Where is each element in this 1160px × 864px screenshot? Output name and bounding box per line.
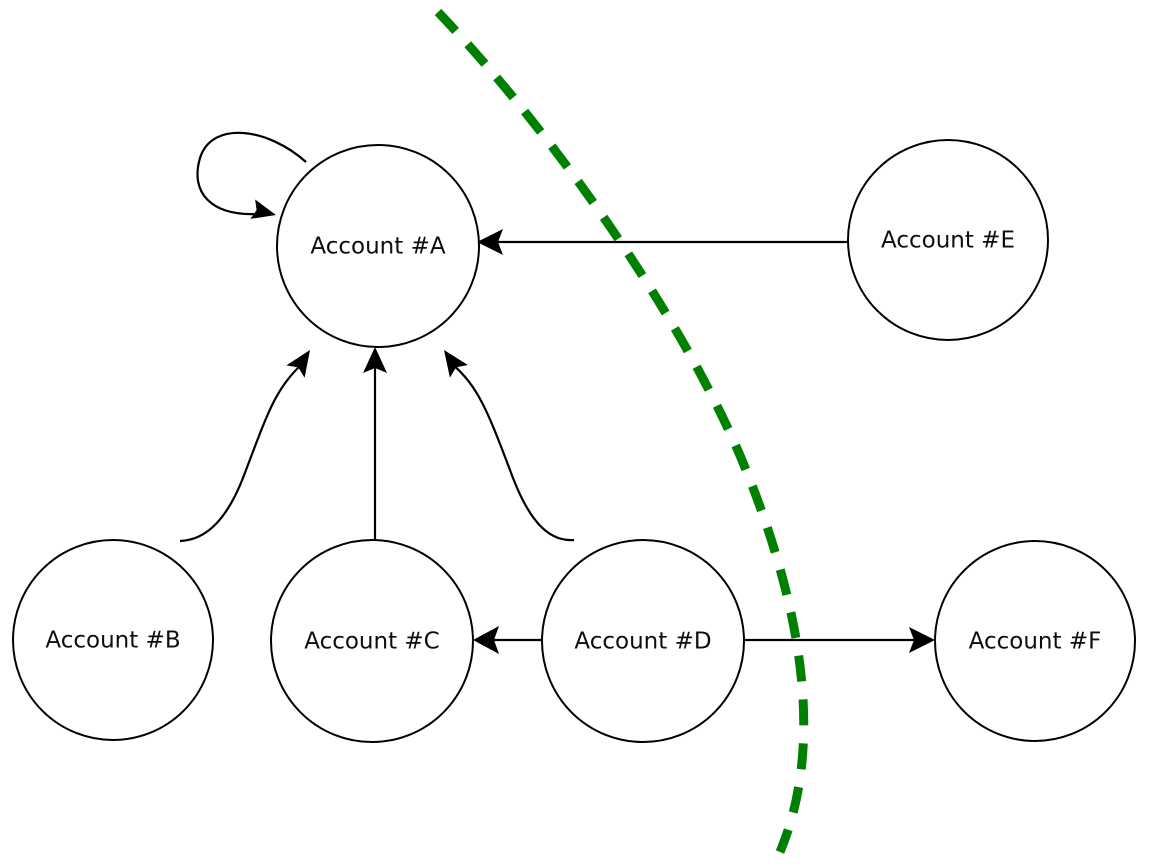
edge-path-a-self (196, 131, 307, 216)
node-circle-e[interactable] (847, 139, 1049, 341)
node-label-f: Account #F (969, 629, 1102, 655)
edge-d-to-f (745, 627, 935, 653)
edge-d-to-c (473, 626, 543, 654)
arrow-head-a-self (250, 199, 276, 219)
trust-boundary-dashed-curve (434, 8, 809, 854)
edge-e-to-a (477, 229, 848, 255)
edge-a-self-loop (196, 131, 307, 219)
node-account-a[interactable]: Account #A (276, 144, 480, 348)
edges-layer (179, 131, 935, 654)
node-account-f[interactable]: Account #F (934, 540, 1136, 742)
node-account-e[interactable]: Account #E (847, 139, 1049, 341)
arrow-head-b-to-a (286, 350, 310, 378)
node-circle-c[interactable] (270, 539, 474, 743)
node-circle-b[interactable] (12, 539, 214, 741)
node-label-a: Account #A (310, 234, 445, 260)
arrow-head-d-to-f (909, 627, 935, 653)
edge-c-to-a (363, 347, 387, 541)
arrow-head-d-to-c (473, 626, 499, 654)
node-account-d[interactable]: Account #D (541, 539, 745, 743)
arrow-head-e-to-a (477, 229, 503, 255)
node-account-c[interactable]: Account #C (270, 539, 474, 743)
node-label-b: Account #B (45, 628, 180, 654)
node-circle-d[interactable] (541, 539, 745, 743)
edge-d-to-a (444, 350, 575, 542)
edge-path-b-to-a (179, 363, 303, 543)
arrow-head-c-to-a (363, 347, 387, 373)
edge-path-d-to-a (451, 363, 575, 542)
edge-b-to-a (179, 350, 310, 543)
nodes-layer: Account #A Account #B Account #C Account… (12, 139, 1136, 743)
node-label-c: Account #C (304, 629, 440, 655)
node-circle-a[interactable] (276, 144, 480, 348)
arrow-head-d-to-a (444, 350, 468, 378)
node-label-d: Account #D (574, 629, 711, 655)
node-label-e: Account #E (881, 228, 1015, 254)
node-circle-f[interactable] (934, 540, 1136, 742)
node-account-b[interactable]: Account #B (12, 539, 214, 741)
